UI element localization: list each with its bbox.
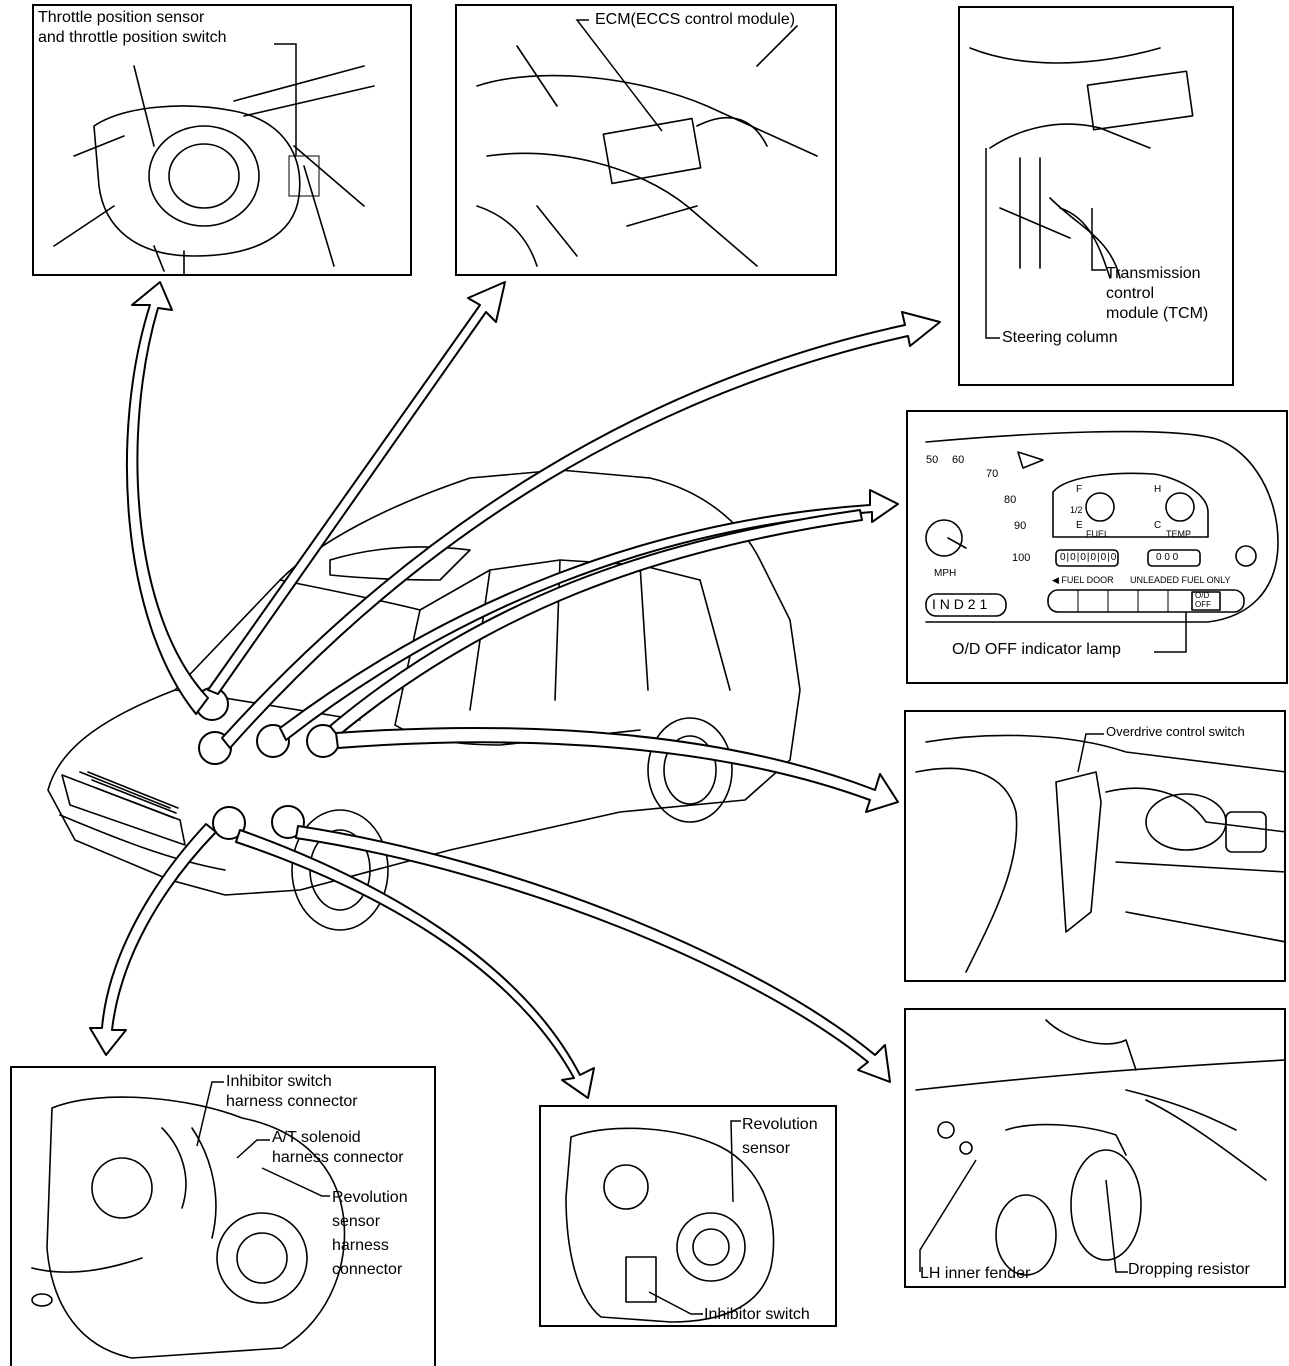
speed-tick-60: 60	[952, 452, 964, 468]
unleaded-label: UNLEADED FUEL ONLY	[1130, 572, 1231, 588]
fuel-label: FUEL	[1086, 526, 1109, 542]
fuel-half: 1/2	[1070, 502, 1083, 518]
fuel-door-label: ◀ FUEL DOOR	[1052, 572, 1114, 588]
fuel-e: E	[1076, 518, 1083, 534]
arrow-to-throttle	[127, 282, 208, 714]
speed-tick-70: 70	[986, 466, 998, 482]
inhibitor-harness-label: Inhibitor switch harness connector	[226, 1072, 358, 1112]
overdrive-illustration	[906, 712, 1286, 982]
at-solenoid-harness-label: A/T solenoid harness connector	[272, 1128, 404, 1168]
revolution-sensor-harness-label: Revolution sensor harness connector	[332, 1186, 408, 1282]
ecm-label: ECM(ECCS control module)	[595, 10, 795, 30]
ecm-illustration	[457, 6, 837, 276]
lh-inner-fender-label: LH inner fender	[920, 1264, 1030, 1284]
throttle-sensor-label: Throttle position sensor and throttle po…	[38, 8, 227, 48]
arrow-to-revolution	[236, 830, 594, 1098]
arrow-to-resistor	[296, 826, 890, 1082]
od-off-lamp-label: O/D OFF indicator lamp	[952, 640, 1121, 660]
temp-c: C	[1154, 518, 1161, 534]
arrow-to-cluster-2	[330, 510, 862, 736]
speed-tick-100: 100	[1012, 550, 1030, 566]
panel-dropping-resistor: LH inner fender Dropping resistor	[904, 1008, 1286, 1288]
mph-label: MPH	[934, 566, 956, 582]
location-arrows	[90, 282, 940, 1098]
od-off-badge: O/D OFF	[1195, 591, 1211, 609]
arrow-to-transaxle	[90, 824, 216, 1055]
dropping-resistor-label: Dropping resistor	[1128, 1260, 1250, 1280]
panel-overdrive-switch: Overdrive control switch	[904, 710, 1286, 982]
temp-label: TEMP	[1166, 526, 1191, 542]
shift-indicator: I N D 2 1	[932, 594, 987, 614]
steering-column-label: Steering column	[1002, 328, 1118, 348]
panel-transaxle-connectors: Inhibitor switch harness connector A/T s…	[10, 1066, 436, 1366]
odometer: 0|0|0|0|0|0	[1060, 550, 1117, 566]
speed-tick-80: 80	[1004, 492, 1016, 508]
trip-meter: 0 0 0	[1156, 550, 1178, 566]
arrow-to-overdrive	[336, 728, 898, 812]
revolution-sensor-label: Revolution sensor	[742, 1113, 818, 1161]
speed-tick-90: 90	[1014, 518, 1026, 534]
panel-instrument-cluster: 50 60 70 80 90 100 MPH F 1/2 E FUEL H C …	[906, 410, 1288, 684]
speed-tick-50: 50	[926, 452, 938, 468]
resistor-illustration	[906, 1010, 1286, 1288]
tcm-label: Transmission control module (TCM)	[1106, 264, 1208, 324]
panel-revolution-sensor: Revolution sensor Inhibitor switch	[539, 1105, 837, 1327]
fuel-f: F	[1076, 482, 1082, 498]
panel-throttle-sensor: Throttle position sensor and throttle po…	[32, 4, 412, 276]
inhibitor-switch-label: Inhibitor switch	[704, 1305, 810, 1325]
panel-tcm: Transmission control module (TCM) Steeri…	[958, 6, 1234, 386]
temp-h: H	[1154, 482, 1161, 498]
panel-ecm: ECM(ECCS control module)	[455, 4, 837, 276]
arrow-to-ecm	[208, 282, 505, 694]
overdrive-switch-label: Overdrive control switch	[1106, 724, 1245, 740]
